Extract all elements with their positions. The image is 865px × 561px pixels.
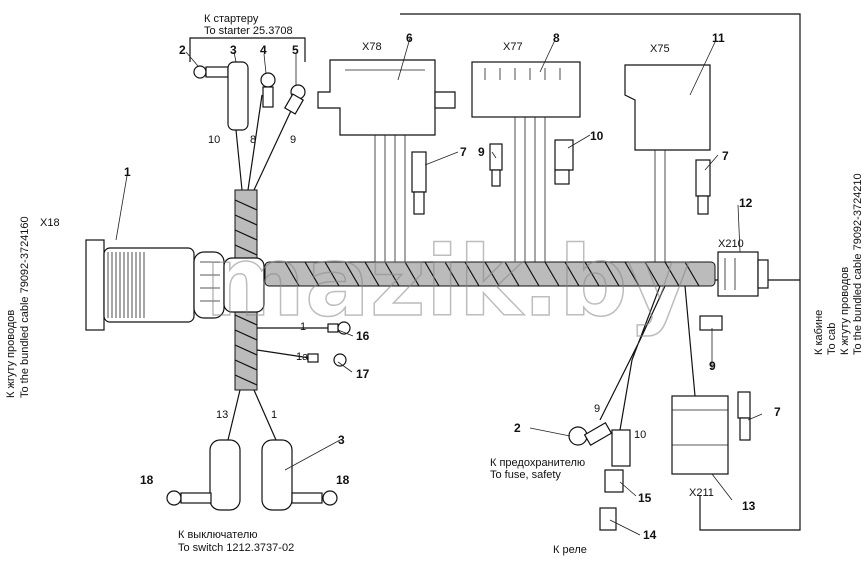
loose-terminals <box>411 139 751 441</box>
caption-cab-en: To cab <box>826 323 838 355</box>
callout-2-top: 2 <box>179 43 186 57</box>
callout-5: 5 <box>292 43 299 57</box>
callout-7-b: 7 <box>722 149 729 163</box>
x210-label: X210 <box>718 238 744 250</box>
callout-7-c: 7 <box>774 405 781 419</box>
callout-4: 4 <box>260 43 267 57</box>
callout-6: 6 <box>406 31 413 45</box>
x75-connector <box>624 64 711 262</box>
caption-switch-en: To switch 1212.3737-02 <box>178 542 294 554</box>
callout-17: 17 <box>356 367 370 381</box>
wire-number-1a: 1a <box>296 351 309 363</box>
callout-3-top: 3 <box>230 43 237 57</box>
caption-bundle-left-en: To the bundled cable 79092-3724160 <box>19 216 31 398</box>
caption-switch-ru: К выключателю <box>178 529 258 541</box>
callout-10-a: 10 <box>590 129 604 143</box>
main-harness <box>264 261 716 287</box>
x211-connector <box>671 285 729 475</box>
wire-number-1-ground: 1 <box>300 321 306 333</box>
callout-18-right: 18 <box>336 473 350 487</box>
starter-wires <box>193 61 306 191</box>
x77-connector <box>471 61 581 262</box>
switch-wires <box>166 389 338 511</box>
caption-fuse-ru: К предохранителю <box>490 457 585 469</box>
callout-3-bottom: 3 <box>338 433 345 447</box>
x75-label: X75 <box>650 43 670 55</box>
wire-number-10-top: 10 <box>208 134 220 146</box>
callout-13: 13 <box>742 499 756 513</box>
wire-number-1-switch: 1 <box>271 409 277 421</box>
starter-bracket <box>189 37 306 62</box>
callout-12: 12 <box>739 196 753 210</box>
callout-2-bottom: 2 <box>514 421 521 435</box>
callout-15: 15 <box>638 491 652 505</box>
x77-label: X77 <box>503 41 523 53</box>
x78-connector <box>317 59 456 262</box>
callout-18-left: 18 <box>140 473 154 487</box>
x211-label: X211 <box>689 487 714 499</box>
x18-connector <box>85 239 265 331</box>
callout-9-a: 9 <box>478 145 485 159</box>
caption-bundle-right-ru: К жгуту проводов <box>839 267 851 355</box>
bundle-frame-line <box>400 13 801 531</box>
wire-number-9-top: 9 <box>290 134 296 146</box>
wire-number-13: 13 <box>216 409 228 421</box>
caption-fuse-en: To fuse, safety <box>490 469 561 481</box>
caption-starter-ru: К стартеру <box>204 13 259 25</box>
fuse-wires <box>568 285 666 531</box>
watermark: mazik.by <box>205 226 690 338</box>
callout-1: 1 <box>124 165 131 179</box>
callout-16: 16 <box>356 329 370 343</box>
x78-label: X78 <box>362 41 382 53</box>
ground-terminals <box>256 321 351 367</box>
wire-number-9-fuse: 9 <box>594 403 600 415</box>
caption-cab-ru: К кабине <box>813 310 825 355</box>
caption-starter-en: To starter 25.3708 <box>204 25 293 37</box>
caption-bundle-left-ru: К жгуту проводов <box>5 310 17 398</box>
caption-relay-ru: К реле <box>553 544 587 556</box>
x18-label: X18 <box>40 217 60 229</box>
wire-number-10-fuse: 10 <box>634 429 646 441</box>
callout-9-b: 9 <box>709 359 716 373</box>
wire-number-8: 8 <box>250 134 256 146</box>
callout-7-a: 7 <box>460 145 467 159</box>
callout-11: 11 <box>712 31 725 45</box>
callout-14: 14 <box>643 528 657 542</box>
x210-connector <box>717 251 769 297</box>
callout-8: 8 <box>553 31 560 45</box>
caption-bundle-right-en: To the bundled cable 79092-3724210 <box>852 173 864 355</box>
leader-lines <box>115 37 763 536</box>
